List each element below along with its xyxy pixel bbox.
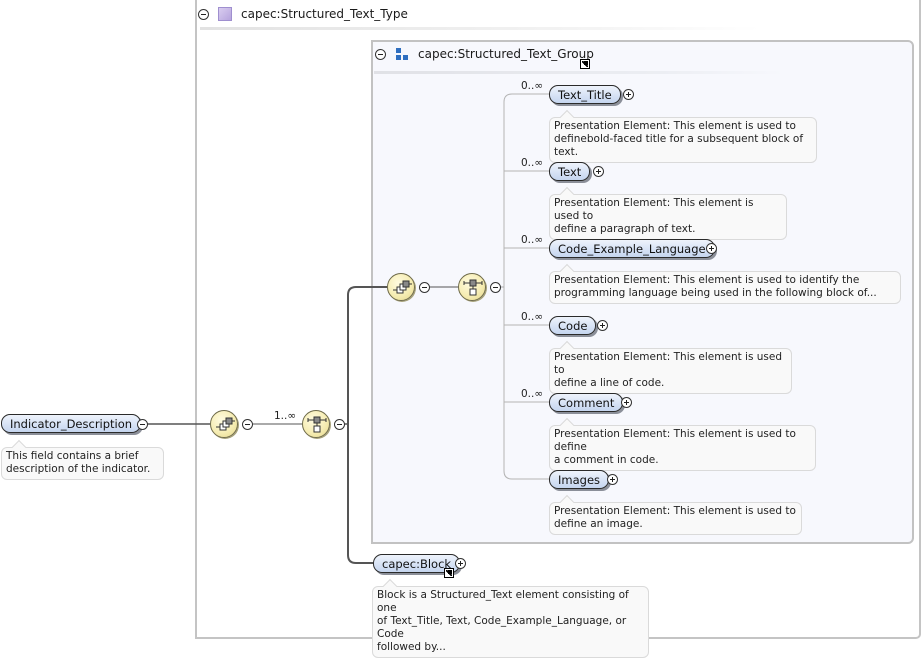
collapse-inner-sequence-toggle[interactable] <box>490 282 501 293</box>
collapse-type-toggle[interactable] <box>198 9 209 20</box>
group-header-divider <box>374 71 784 74</box>
element-text-title[interactable]: Text_Title <box>549 85 621 104</box>
expand-images-toggle[interactable] <box>607 474 618 485</box>
annotation-code-example-language: Presentation Element: This element is us… <box>549 271 901 304</box>
reference-link-icon[interactable] <box>580 59 590 69</box>
element-text[interactable]: Text <box>549 162 591 181</box>
collapse-root-toggle[interactable] <box>137 419 148 430</box>
sequence-occurrence: 1..∞ <box>274 410 297 422</box>
annotation-code: Presentation Element: This element is us… <box>549 348 792 394</box>
expand-text-title-toggle[interactable] <box>623 89 634 100</box>
occurrence-text: 0..∞ <box>521 157 544 169</box>
occurrence-comment: 0..∞ <box>521 388 544 400</box>
element-code-example-language[interactable]: Code_Example_Language <box>549 239 715 258</box>
expand-code-example-language-toggle[interactable] <box>706 243 717 254</box>
occurrence-text-title: 0..∞ <box>521 80 544 92</box>
annotation-images: Presentation Element: This element is us… <box>549 502 802 535</box>
element-code[interactable]: Code <box>549 316 597 335</box>
collapse-inner-choice-toggle[interactable] <box>419 282 430 293</box>
annotation-text-title: Presentation Element: This element is us… <box>549 117 817 163</box>
type-header-divider <box>200 27 760 30</box>
group-icon <box>396 48 410 62</box>
block-reference-link-icon[interactable] <box>444 568 454 578</box>
occurrence-code-example-language: 0..∞ <box>521 234 544 246</box>
collapse-group-toggle[interactable] <box>375 49 386 60</box>
annotation-text: Presentation Element: This element is us… <box>549 194 787 240</box>
root-annotation: This field contains a brief description … <box>1 447 164 480</box>
choice-compositor-icon[interactable] <box>210 410 238 438</box>
element-images[interactable]: Images <box>549 470 610 489</box>
expand-text-toggle[interactable] <box>593 166 604 177</box>
annotation-capec-block: Block is a Structured_Text element consi… <box>372 586 649 658</box>
expand-code-toggle[interactable] <box>597 320 608 331</box>
collapse-choice-toggle[interactable] <box>242 419 253 430</box>
collapse-sequence-toggle[interactable] <box>334 419 345 430</box>
occurrence-code: 0..∞ <box>521 311 544 323</box>
annotation-comment: Presentation Element: This element is us… <box>549 425 816 471</box>
element-indicator-description[interactable]: Indicator_Description <box>1 414 142 433</box>
inner-sequence-compositor-icon[interactable] <box>458 273 486 301</box>
complex-type-name: capec:Structured_Text_Type <box>241 7 408 21</box>
group-name: capec:Structured_Text_Group <box>418 47 594 61</box>
element-comment[interactable]: Comment <box>549 393 624 412</box>
inner-choice-compositor-icon[interactable] <box>387 273 415 301</box>
sequence-compositor-icon[interactable] <box>302 410 330 438</box>
expand-block-toggle[interactable] <box>455 558 466 569</box>
element-capec-block[interactable]: capec:Block <box>373 554 461 573</box>
complex-type-icon <box>218 7 232 21</box>
expand-comment-toggle[interactable] <box>621 397 632 408</box>
